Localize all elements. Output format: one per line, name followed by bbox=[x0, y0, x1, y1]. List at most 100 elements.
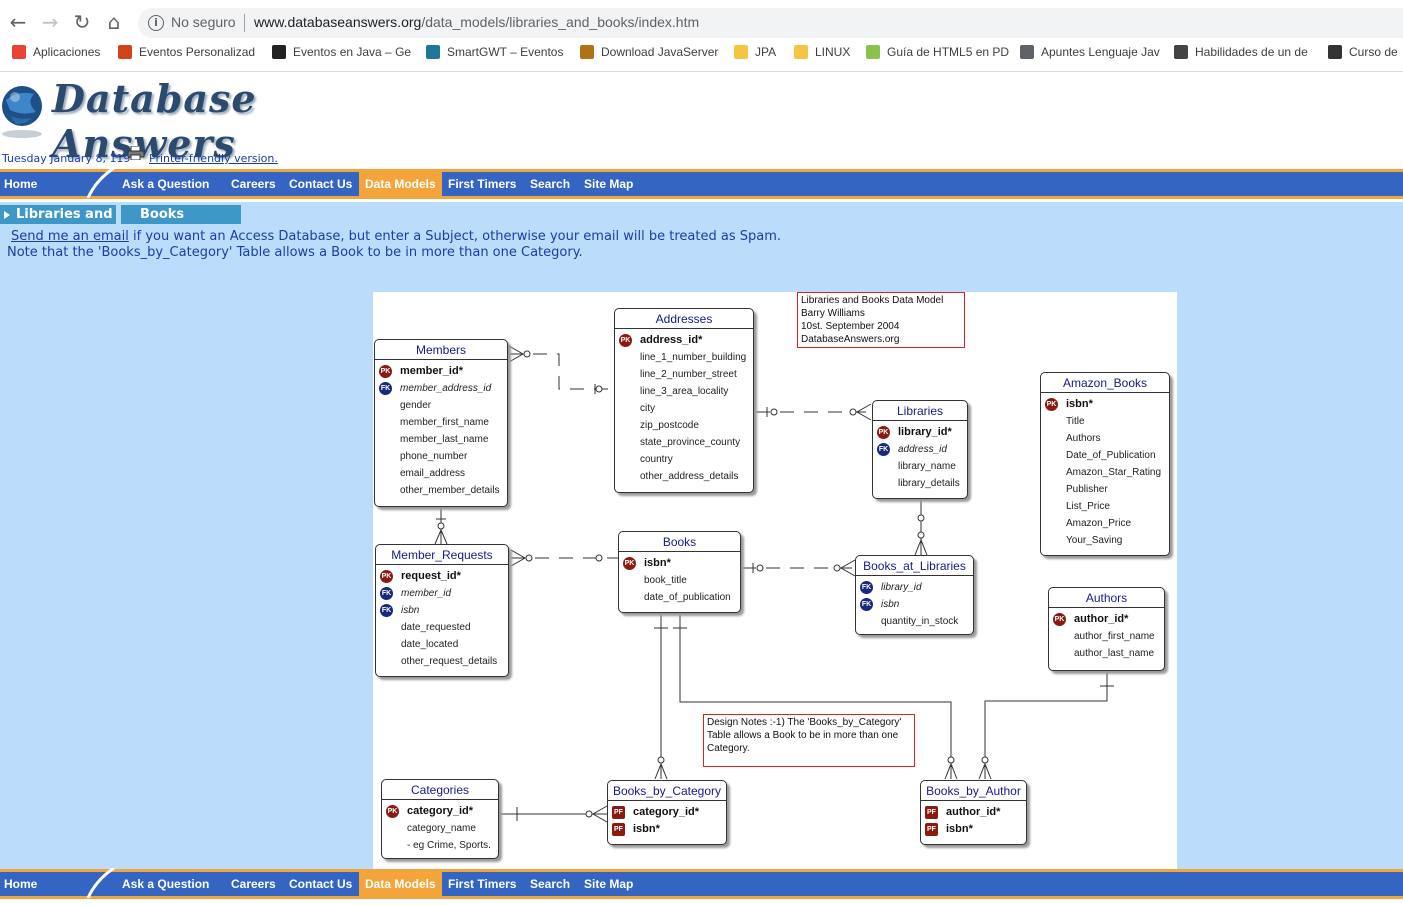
bookmark-favicon-icon bbox=[866, 45, 880, 59]
field-name: address_id* bbox=[640, 334, 703, 346]
nav-careers[interactable]: Careers bbox=[231, 877, 276, 891]
forward-icon[interactable]: → bbox=[41, 10, 59, 34]
field-name: state_province_county bbox=[640, 437, 741, 448]
nav-slash-decoration bbox=[86, 868, 115, 898]
subtab-label: Libraries and bbox=[16, 207, 113, 222]
bookmark-item[interactable]: LINUX bbox=[794, 45, 850, 59]
back-icon[interactable]: ← bbox=[9, 10, 27, 34]
entity-title: Books bbox=[619, 532, 740, 552]
site-logo[interactable]: Database Answers bbox=[0, 76, 400, 166]
printer-icon[interactable] bbox=[127, 146, 145, 160]
entity-field: other_member_details bbox=[375, 482, 507, 499]
home-icon[interactable]: ⌂ bbox=[107, 10, 121, 34]
nav-site-map[interactable]: Site Map bbox=[584, 877, 634, 891]
bookmark-item[interactable]: Apuntes Lenguaje Jav bbox=[1020, 45, 1160, 59]
erd-diagram: Libraries and Books Data Model Barry Wil… bbox=[373, 292, 1177, 870]
nav-site-map[interactable]: Site Map bbox=[584, 177, 634, 191]
entity-field: other_request_details bbox=[376, 653, 508, 670]
email-note: Send me an email if you want an Access D… bbox=[11, 229, 781, 244]
printer-friendly-link[interactable]: Printer-friendly version. bbox=[149, 152, 278, 165]
bookmark-item[interactable]: SmartGWT – Eventos bbox=[426, 45, 563, 59]
url-text[interactable]: www.databaseanswers.org/data_models/libr… bbox=[254, 14, 699, 30]
bookmark-favicon-icon bbox=[118, 45, 132, 59]
entity-field: line_3_area_locality bbox=[615, 383, 753, 400]
field-name: author_last_name bbox=[1074, 648, 1155, 659]
date-text: Tuesday January 8, 119 bbox=[2, 152, 131, 165]
bookmark-item[interactable]: Download JavaServer bbox=[580, 45, 718, 59]
diagram-header-note: Libraries and Books Data Model Barry Wil… bbox=[797, 292, 965, 348]
field-name: category_name bbox=[407, 823, 476, 834]
field-name: Amazon_Price bbox=[1066, 518, 1132, 529]
nav-first-timers[interactable]: First Timers bbox=[448, 177, 517, 191]
nav-first-timers[interactable]: First Timers bbox=[448, 877, 517, 891]
entity-field: line_1_number_building bbox=[615, 349, 753, 366]
nav-data-models[interactable]: Data Models bbox=[359, 872, 442, 896]
pf-key-icon: PF bbox=[925, 806, 938, 819]
entity-field: author_first_name bbox=[1049, 628, 1164, 645]
nav-data-models[interactable]: Data Models bbox=[359, 172, 442, 196]
field-name: isbn* bbox=[946, 823, 973, 835]
send-email-link[interactable]: Send me an email bbox=[11, 229, 129, 244]
bookmark-favicon-icon bbox=[426, 45, 440, 59]
pf-key-icon: PF bbox=[612, 806, 625, 819]
bookmark-item[interactable]: Habilidades de un de bbox=[1174, 45, 1308, 59]
field-name: gender bbox=[400, 400, 432, 411]
bookmark-item[interactable]: Guía de HTML5 en PD bbox=[866, 45, 1009, 59]
entity-field: country bbox=[615, 451, 753, 468]
bookmark-item[interactable]: Curso de bbox=[1328, 45, 1398, 59]
field-name: member_first_name bbox=[400, 417, 489, 428]
web-page: Database Answers Tuesday January 8, 119 … bbox=[0, 72, 1403, 906]
bookmark-item[interactable]: Eventos en Java – Ge bbox=[272, 45, 411, 59]
field-name: isbn* bbox=[644, 557, 671, 569]
nav-search[interactable]: Search bbox=[530, 177, 571, 191]
nav-careers[interactable]: Careers bbox=[231, 177, 276, 191]
entity-title: Categories bbox=[382, 780, 498, 800]
note-line: Design Notes :-1) The 'Books_by_Category… bbox=[707, 717, 902, 728]
nav-ask-a-question[interactable]: Ask a Question bbox=[122, 177, 210, 191]
field-name: line_3_area_locality bbox=[640, 386, 729, 397]
field-name: isbn* bbox=[1066, 398, 1093, 410]
bookmark-label: Habilidades de un de bbox=[1195, 45, 1308, 59]
nav-search[interactable]: Search bbox=[530, 877, 571, 891]
reload-icon[interactable]: ↻ bbox=[73, 10, 91, 34]
info-icon[interactable]: i bbox=[148, 15, 164, 31]
field-name: isbn bbox=[881, 599, 900, 610]
nav-home[interactable]: Home bbox=[4, 877, 38, 891]
address-bar[interactable]: i No seguro www.databaseanswers.org/data… bbox=[138, 8, 1403, 38]
nav-home[interactable]: Home bbox=[4, 177, 38, 191]
bookmark-label: Eventos Personalizad bbox=[139, 45, 256, 59]
fk-key-icon: FK bbox=[380, 587, 393, 600]
nav-ask-a-question[interactable]: Ask a Question bbox=[122, 877, 210, 891]
field-name: city bbox=[640, 403, 655, 414]
subtab-libraries-and[interactable]: Libraries and bbox=[0, 205, 116, 224]
bookmark-label: SmartGWT – Eventos bbox=[447, 45, 564, 59]
bookmark-item[interactable]: Aplicaciones bbox=[12, 45, 100, 59]
subtab-books[interactable]: Books bbox=[121, 205, 241, 224]
entity-field: email_address bbox=[375, 465, 507, 482]
field-name: request_id* bbox=[401, 570, 461, 582]
field-name: library_id bbox=[881, 582, 922, 593]
nav-contact-us[interactable]: Contact Us bbox=[289, 177, 353, 191]
entity-field: Your_Saving bbox=[1041, 532, 1169, 549]
nav-contact-us[interactable]: Contact Us bbox=[289, 877, 353, 891]
bookmark-item[interactable]: Eventos Personalizad bbox=[118, 45, 255, 59]
field-name: Publisher bbox=[1066, 484, 1108, 495]
bookmark-item[interactable]: JPA bbox=[734, 45, 776, 59]
note-line: Libraries and Books Data Model bbox=[801, 295, 944, 306]
entity-field: List_Price bbox=[1041, 498, 1169, 515]
